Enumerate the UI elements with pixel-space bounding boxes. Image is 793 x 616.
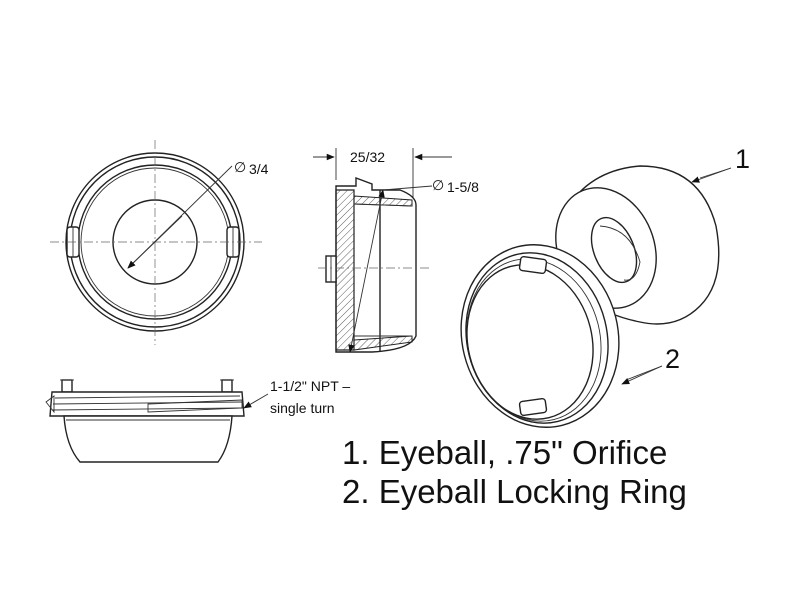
callout-2: 2 bbox=[665, 344, 680, 374]
depth-label: 25/32 bbox=[350, 149, 385, 165]
thread-label-2: single turn bbox=[270, 400, 335, 416]
orifice-dia-symbol: ∅ bbox=[234, 159, 246, 175]
bottom-side-view: 1-1/2" NPT – single turn bbox=[45, 378, 350, 463]
locking-ring-3d: 2 bbox=[460, 244, 680, 428]
callout-1: 1 bbox=[735, 144, 750, 174]
front-view: ∅ 3/4 bbox=[50, 140, 269, 345]
legend-item-eyeball: 1. Eyeball, .75" Orifice bbox=[342, 434, 668, 471]
legend-item-locking-ring: 2. Eyeball Locking Ring bbox=[342, 473, 687, 510]
thread-label-1: 1-1/2" NPT – bbox=[270, 378, 350, 394]
side-section-view: 25/32 ∅ 1-5/8 bbox=[313, 148, 479, 353]
outer-dia-label: 1-5/8 bbox=[447, 179, 479, 195]
orifice-dia-label: 3/4 bbox=[249, 161, 269, 177]
outer-dia-symbol: ∅ bbox=[432, 177, 444, 193]
